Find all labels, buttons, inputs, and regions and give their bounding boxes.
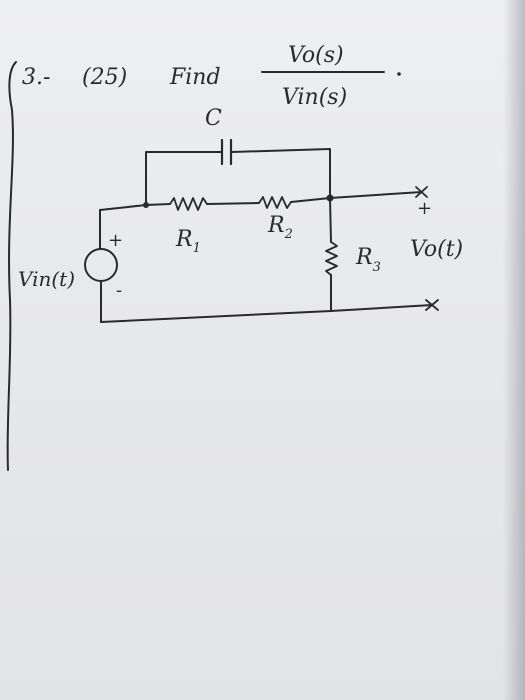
problem-points: (25) [82, 65, 127, 90]
r1-label: R1 [175, 227, 201, 256]
r2-label: R2 [267, 213, 293, 242]
r3-wire-top [329, 197, 332, 243]
top-wire [99, 203, 171, 211]
transfer-numerator: Vo(s) [288, 43, 344, 68]
margin-bracket [6, 61, 17, 471]
capacitor-branch-wire [145, 148, 331, 206]
resistor-r3 [325, 241, 338, 276]
source-label: Vin(t) [18, 267, 75, 291]
page-edge-shadow [503, 0, 525, 700]
output-terminal-top [415, 186, 428, 198]
wire-to-output [290, 191, 423, 203]
resistor-r2 [258, 196, 292, 209]
r3-label: R3 [355, 245, 381, 275]
problem-number: 3.- [22, 65, 50, 90]
wire-r1-r2 [206, 202, 260, 205]
find-text: Find [169, 65, 221, 90]
junction-left [143, 202, 149, 208]
source-plus: + [108, 230, 123, 251]
output-terminal-bottom [425, 299, 439, 311]
period-dot [397, 72, 401, 76]
resistor-r1 [169, 197, 208, 211]
transfer-denominator: Vin(s) [282, 85, 347, 110]
source-minus: - [116, 280, 122, 301]
output-plus: + [417, 198, 432, 219]
bottom-wire [100, 304, 433, 323]
capacitor-label: C [205, 106, 222, 131]
voltage-source [84, 248, 118, 282]
output-label: Vo(t) [410, 237, 463, 262]
